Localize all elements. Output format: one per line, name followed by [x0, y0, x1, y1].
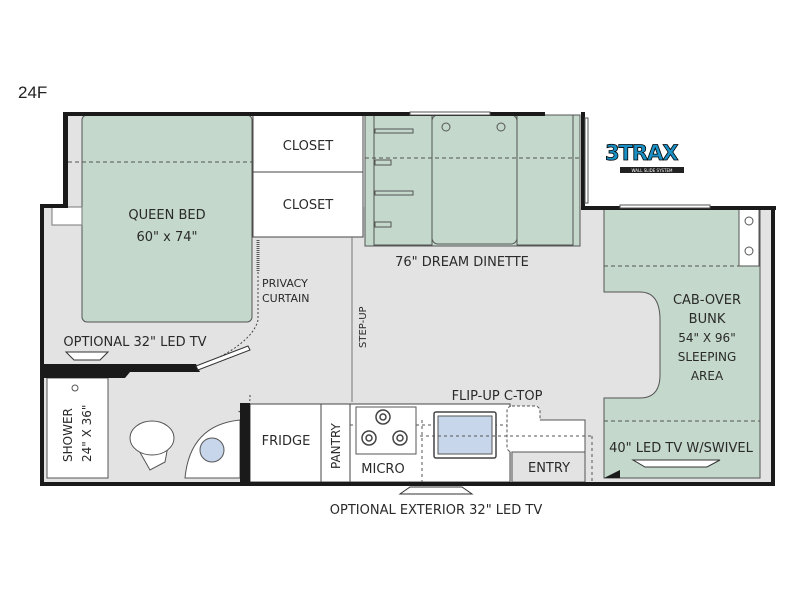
flip-up-label: FLIP-UP C-TOP: [452, 389, 543, 404]
queen-bed: QUEEN BED 60" x 74": [51, 114, 253, 323]
closet-label-1: CLOSET: [283, 139, 334, 154]
privacy-label-2: CURTAIN: [262, 292, 309, 305]
pocket-door[interactable]: [195, 345, 251, 371]
queen-bed-label: QUEEN BED: [128, 208, 205, 223]
step-up-label: STEP-UP: [358, 306, 369, 348]
cab-label-2: BUNK: [689, 312, 726, 327]
windows: [409, 111, 711, 209]
optional-tv-icon: [64, 351, 110, 361]
bathroom: SHOWER 24" X 36": [46, 377, 251, 479]
led-tv-icon: [631, 459, 721, 468]
exterior-tv-label: OPTIONAL EXTERIOR 32" LED TV: [330, 503, 543, 518]
model-name: 24F: [18, 83, 47, 102]
shower-size: 24" X 36": [80, 405, 94, 462]
cab-label-1: CAB-OVER: [673, 293, 741, 308]
entry-label: ENTRY: [528, 461, 570, 476]
optional-tv-label: OPTIONAL 32" LED TV: [63, 335, 206, 350]
closet-label-2: CLOSET: [283, 198, 334, 213]
stove-icon: [355, 406, 417, 455]
dream-dinette: 76" DREAM DINETTE: [364, 114, 581, 270]
micro-label: MICRO: [361, 462, 404, 477]
logo-text: 3TRAX: [605, 141, 678, 165]
toilet-icon: [129, 420, 175, 471]
cab-label-3: 54" X 96": [678, 331, 735, 345]
cab-label-5: AREA: [691, 369, 724, 383]
galley: FRIDGE PANTRY MICRO FLIP-UP C-TOP ENTRY: [249, 389, 593, 483]
queen-bed-size: 60" x 74": [136, 230, 197, 245]
3trax-logo: 3TRAX WALL SLIDE SYSTEM: [605, 141, 684, 173]
pantry-label: PANTRY: [329, 422, 343, 469]
led-tv-label: 40" LED TV W/SWIVEL: [609, 441, 754, 456]
privacy-label-1: PRIVACY: [262, 277, 308, 290]
entry[interactable]: [511, 451, 586, 483]
cab-label-4: SLEEPING: [678, 350, 737, 364]
cab-over-bunk: CAB-OVER BUNK 54" X 96" SLEEPING AREA 40…: [603, 207, 761, 479]
fridge: [249, 403, 322, 483]
closets[interactable]: CLOSET CLOSET: [252, 114, 364, 238]
logo-subtext: WALL SLIDE SYSTEM: [632, 168, 674, 173]
shower-label: SHOWER: [61, 408, 75, 462]
lavatory-sink-icon: [184, 419, 241, 479]
exterior-tv-icon: [398, 486, 474, 495]
dinette-label: 76" DREAM DINETTE: [395, 255, 529, 270]
privacy-curtain[interactable]: PRIVACY CURTAIN: [195, 240, 309, 369]
fridge-label: FRIDGE: [262, 434, 311, 449]
